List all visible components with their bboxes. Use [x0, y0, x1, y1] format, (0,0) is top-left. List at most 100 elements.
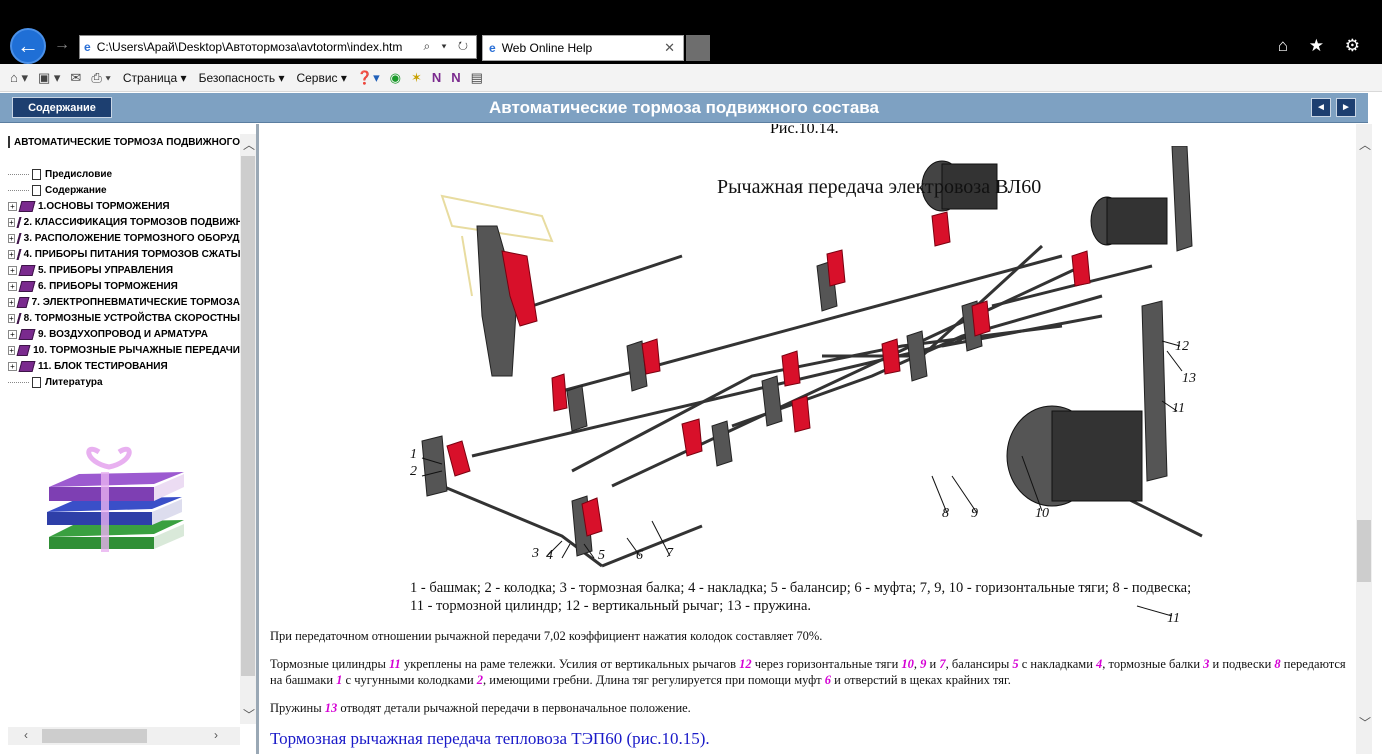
- expand-icon[interactable]: +: [8, 281, 17, 291]
- expand-icon[interactable]: +: [8, 233, 15, 243]
- toc-item[interactable]: +1.ОСНОВЫ ТОРМОЖЕНИЯ: [8, 198, 240, 214]
- book-icon: [18, 360, 36, 372]
- scroll-down-icon[interactable]: ﹀: [1359, 716, 1372, 730]
- callout-number: 12: [1175, 339, 1189, 354]
- addon-icon[interactable]: ◉: [389, 69, 401, 85]
- toc-root[interactable]: АВТОМАТИЧЕСКИЕ ТОРМОЗА ПОДВИЖНОГО СОСТАВ…: [8, 134, 240, 150]
- toc-item[interactable]: +4. ПРИБОРЫ ПИТАНИЯ ТОРМОЗОВ СЖАТЫМ ВОЗД…: [8, 246, 240, 262]
- expand-icon[interactable]: +: [8, 217, 15, 227]
- address-bar[interactable]: e C:\Users\Арай\Desktop\Автотормоза\avto…: [79, 35, 477, 59]
- toc-item-label: Содержание: [45, 184, 107, 196]
- expand-icon[interactable]: +: [8, 249, 15, 259]
- text: , балансиры: [945, 657, 1013, 671]
- scroll-up-icon[interactable]: ︿: [1359, 138, 1372, 152]
- content-vertical-thumb[interactable]: [1357, 520, 1371, 582]
- contents-button[interactable]: Содержание: [12, 97, 112, 118]
- forward-button[interactable]: →: [54, 36, 70, 54]
- callout-number: 5: [598, 548, 605, 563]
- expand-icon[interactable]: +: [8, 313, 15, 323]
- print-icon[interactable]: ⎙ ▾: [91, 69, 111, 85]
- toc-item-label: 4. ПРИБОРЫ ПИТАНИЯ ТОРМОЗОВ СЖАТЫМ ВОЗДУ…: [23, 248, 240, 260]
- expand-icon[interactable]: +: [8, 345, 16, 355]
- ref-number: 6: [824, 673, 832, 687]
- callout-number: 9: [971, 506, 978, 521]
- book-icon: [16, 232, 22, 244]
- scroll-down-icon[interactable]: ﹀: [243, 708, 256, 722]
- toc-item[interactable]: +8. ТОРМОЗНЫЕ УСТРОЙСТВА СКОРОСТНЫХ ПОЕЗ…: [8, 310, 240, 326]
- toc-item-label: 5. ПРИБОРЫ УПРАВЛЕНИЯ: [38, 264, 174, 276]
- help-title: Автоматические тормоза подвижного состав…: [489, 98, 879, 117]
- toc-item[interactable]: +6. ПРИБОРЫ ТОРМОЖЕНИЯ: [8, 278, 240, 294]
- toc-item[interactable]: +5. ПРИБОРЫ УПРАВЛЕНИЯ: [8, 262, 240, 278]
- toc-pane: АВТОМАТИЧЕСКИЕ ТОРМОЗА ПОДВИЖНОГО СОСТАВ…: [0, 124, 259, 754]
- home-icon[interactable]: ⌂ ▾: [10, 69, 28, 85]
- browser-titlebar: ← → e C:\Users\Арай\Desktop\Автотормоза\…: [0, 0, 1382, 64]
- content-vertical-scrollbar[interactable]: ︿ ﹀: [1356, 124, 1372, 754]
- book-icon: [16, 216, 22, 228]
- text: , тормозные балки: [1102, 657, 1204, 671]
- book-icon: [16, 248, 22, 260]
- toc-item[interactable]: +2. КЛАССИФИКАЦИЯ ТОРМОЗОВ ПОДВИЖНОГО СО…: [8, 214, 240, 230]
- tab-close-icon[interactable]: ✕: [664, 40, 675, 55]
- next-topic-button[interactable]: ►: [1336, 98, 1356, 117]
- paragraph-cylinders: Тормозные цилиндры 11 укреплены на раме …: [270, 656, 1356, 688]
- text: через горизонтальные тяги: [751, 657, 902, 671]
- home-favorites-settings-icons[interactable]: ⌂ ★ ⚙: [1277, 36, 1368, 55]
- tab-title: Web Online Help: [501, 41, 593, 55]
- toc-item-label: 3. РАСПОЛОЖЕНИЕ ТОРМОЗНОГО ОБОРУДОВАНИЯ: [23, 232, 240, 244]
- toc-item[interactable]: Предисловие: [8, 166, 240, 182]
- new-tab-button[interactable]: [686, 35, 710, 61]
- page-icon: [32, 168, 41, 180]
- toc-item[interactable]: +3. РАСПОЛОЖЕНИЕ ТОРМОЗНОГО ОБОРУДОВАНИЯ: [8, 230, 240, 246]
- toc-item-label: 9. ВОЗДУХОПРОВОД И АРМАТУРА: [38, 328, 208, 340]
- mail-icon[interactable]: ✉: [70, 69, 82, 85]
- ref-number: 3: [1203, 657, 1210, 671]
- scroll-left-icon[interactable]: ‹: [24, 728, 28, 742]
- feeds-icon[interactable]: ▣ ▾: [38, 69, 61, 85]
- ref-number: 11: [389, 657, 401, 671]
- onenote-icon[interactable]: N: [431, 70, 442, 85]
- tree-line: [8, 189, 29, 191]
- toc-horizontal-thumb[interactable]: [42, 729, 147, 743]
- book-icon: [18, 328, 36, 340]
- expand-icon[interactable]: +: [8, 361, 17, 371]
- callout-number: 11: [1167, 611, 1180, 626]
- expand-icon[interactable]: +: [8, 265, 17, 275]
- scroll-right-icon[interactable]: ›: [214, 728, 218, 742]
- back-arrow-icon: ←: [17, 33, 39, 58]
- safety-menu[interactable]: Безопасность ▾: [198, 70, 285, 85]
- service-menu[interactable]: Сервис ▾: [296, 70, 347, 85]
- research-icon[interactable]: ▤: [470, 69, 483, 85]
- page-menu[interactable]: Страница ▾: [122, 70, 187, 85]
- prev-topic-button[interactable]: ◄: [1311, 98, 1331, 117]
- toc-item[interactable]: Содержание: [8, 182, 240, 198]
- ref-number: 13: [324, 701, 338, 715]
- toc-item-label: 2. КЛАССИФИКАЦИЯ ТОРМОЗОВ ПОДВИЖНОГО СОС…: [23, 216, 240, 228]
- next-topic-link[interactable]: Тормозная рычажная передача тепловоза ТЭ…: [270, 729, 710, 748]
- toc-item-label: 1.ОСНОВЫ ТОРМОЖЕНИЯ: [38, 200, 170, 212]
- back-button[interactable]: ←: [10, 28, 46, 64]
- help-icon[interactable]: ❓▾: [356, 69, 380, 85]
- expand-icon[interactable]: +: [8, 201, 17, 211]
- toc-vertical-thumb[interactable]: [241, 156, 255, 676]
- ref-number: 9: [920, 657, 927, 671]
- toc-item[interactable]: +9. ВОЗДУХОПРОВОД И АРМАТУРА: [8, 326, 240, 342]
- toc-item[interactable]: Литература: [8, 374, 240, 390]
- bluetooth-icon[interactable]: ✶: [410, 69, 422, 85]
- expand-icon[interactable]: +: [8, 329, 17, 339]
- scroll-up-icon[interactable]: ︿: [243, 138, 256, 152]
- browser-tab[interactable]: e Web Online Help ✕: [482, 35, 684, 61]
- toc-horizontal-scrollbar[interactable]: ‹ ›: [8, 727, 240, 745]
- onenote-linked-icon[interactable]: N: [451, 70, 461, 85]
- expand-icon[interactable]: +: [8, 297, 15, 307]
- toc-item-label: 7. ЭЛЕКТРОПНЕВМАТИЧЕСКИЕ ТОРМОЗА: [31, 296, 240, 308]
- text: и: [926, 657, 940, 671]
- toc-item[interactable]: +10. ТОРМОЗНЫЕ РЫЧАЖНЫЕ ПЕРЕДАЧИ: [8, 342, 240, 358]
- book-icon: [16, 312, 22, 324]
- address-tools-icons[interactable]: ⌕ ▾ ↻: [423, 39, 472, 53]
- toc-item[interactable]: +7. ЭЛЕКТРОПНЕВМАТИЧЕСКИЕ ТОРМОЗА: [8, 294, 240, 310]
- toc-item[interactable]: +11. БЛОК ТЕСТИРОВАНИЯ: [8, 358, 240, 374]
- toc-vertical-scrollbar[interactable]: ︿ ﹀: [240, 134, 256, 724]
- page-icon: [32, 184, 41, 196]
- text: укреплены на раме тележки. Усилия от вер…: [400, 657, 740, 671]
